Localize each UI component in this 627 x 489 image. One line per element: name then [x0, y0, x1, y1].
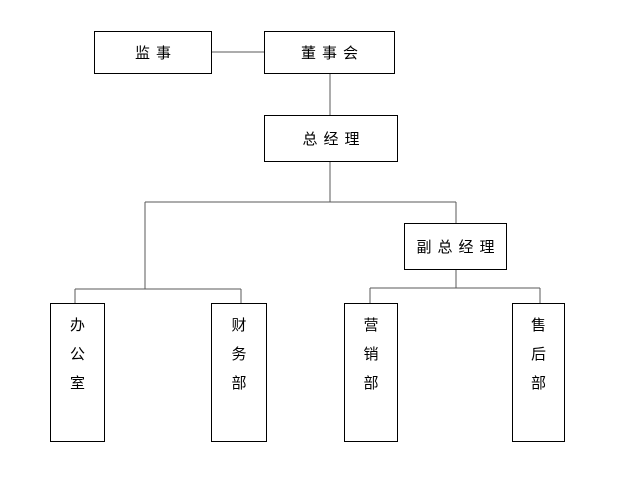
node-finance-dept-label: 财务部: [229, 317, 248, 404]
node-after-sales-dept-label: 售后部: [529, 317, 547, 404]
node-supervisor: 监事: [94, 31, 212, 74]
node-general-manager: 总经理: [264, 115, 398, 162]
node-office: 办公室: [50, 303, 105, 442]
node-office-label: 办公室: [68, 317, 86, 404]
node-supervisor-label: 监事: [134, 44, 177, 62]
node-marketing-dept-label: 营销部: [361, 317, 380, 404]
node-board-of-directors: 董事会: [264, 31, 395, 74]
node-marketing-dept: 营销部: [344, 303, 398, 442]
node-deputy-general-manager-label: 副总经理: [416, 238, 501, 256]
node-board-of-directors-label: 董事会: [300, 44, 364, 62]
node-after-sales-dept: 售后部: [512, 303, 565, 442]
node-general-manager-label: 总经理: [302, 130, 366, 148]
node-deputy-general-manager: 副总经理: [404, 223, 507, 270]
node-finance-dept: 财务部: [211, 303, 267, 442]
